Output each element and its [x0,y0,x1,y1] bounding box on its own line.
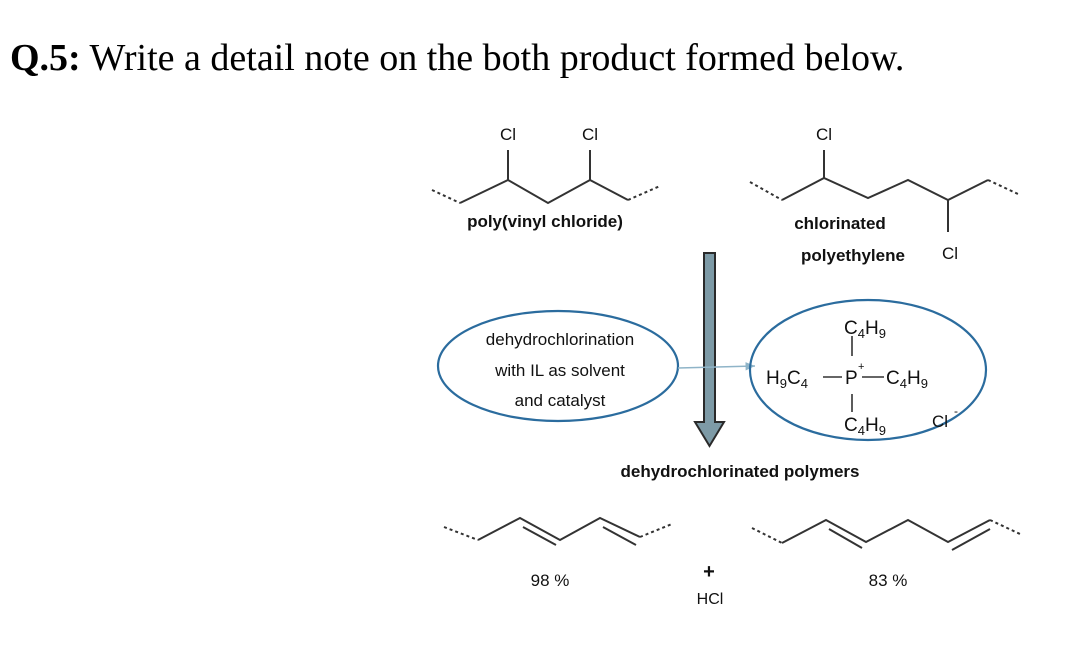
yield-left: 98 % [531,571,570,590]
pvc-label: poly(vinyl chloride) [467,212,623,231]
cpe-cl-top: Cl [816,125,832,144]
ionic-liquid-ellipse [748,298,988,442]
question-number: Q.5: [10,37,81,79]
pointer-line [677,362,756,371]
plus-sign: + [703,561,715,583]
product-left-structure [443,516,673,546]
conditions-line1: dehydrochlorination [486,330,634,349]
conditions-ellipse [436,309,680,423]
pvc-cl-1: Cl [500,125,516,144]
conditions-line3: and catalyst [515,391,606,410]
pvc-structure [431,150,661,205]
cpe-cl-bottom: Cl [942,244,958,263]
pvc-cl-2: Cl [582,125,598,144]
products-label: dehydrochlorinated polymers [621,462,860,481]
il-right-group: C4H9 [886,368,928,391]
conditions-line2: with IL as solvent [494,361,625,380]
question-text: Q.5: Write a detail note on the both pro… [10,36,904,80]
ionic-liquid-bonds [823,336,884,412]
il-charge: + [858,361,864,373]
byproduct-hcl: HCl [697,591,724,608]
cpe-label-line2: polyethylene [801,246,905,265]
question-body: Write a detail note on the both product … [89,37,905,79]
il-anion-charge: - [954,404,958,418]
il-center-atom: P [845,368,858,389]
cpe-structure [749,150,1019,232]
yield-right: 83 % [869,571,908,590]
reaction-arrow [693,252,726,448]
product-right-structure [751,518,1021,551]
il-top-group: C4H9 [844,318,886,341]
cpe-label-line1: chlorinated [794,214,886,233]
il-bottom-group: C4H9 [844,415,886,438]
il-left-group: H9C4 [766,368,808,391]
il-anion: Cl [932,412,948,431]
